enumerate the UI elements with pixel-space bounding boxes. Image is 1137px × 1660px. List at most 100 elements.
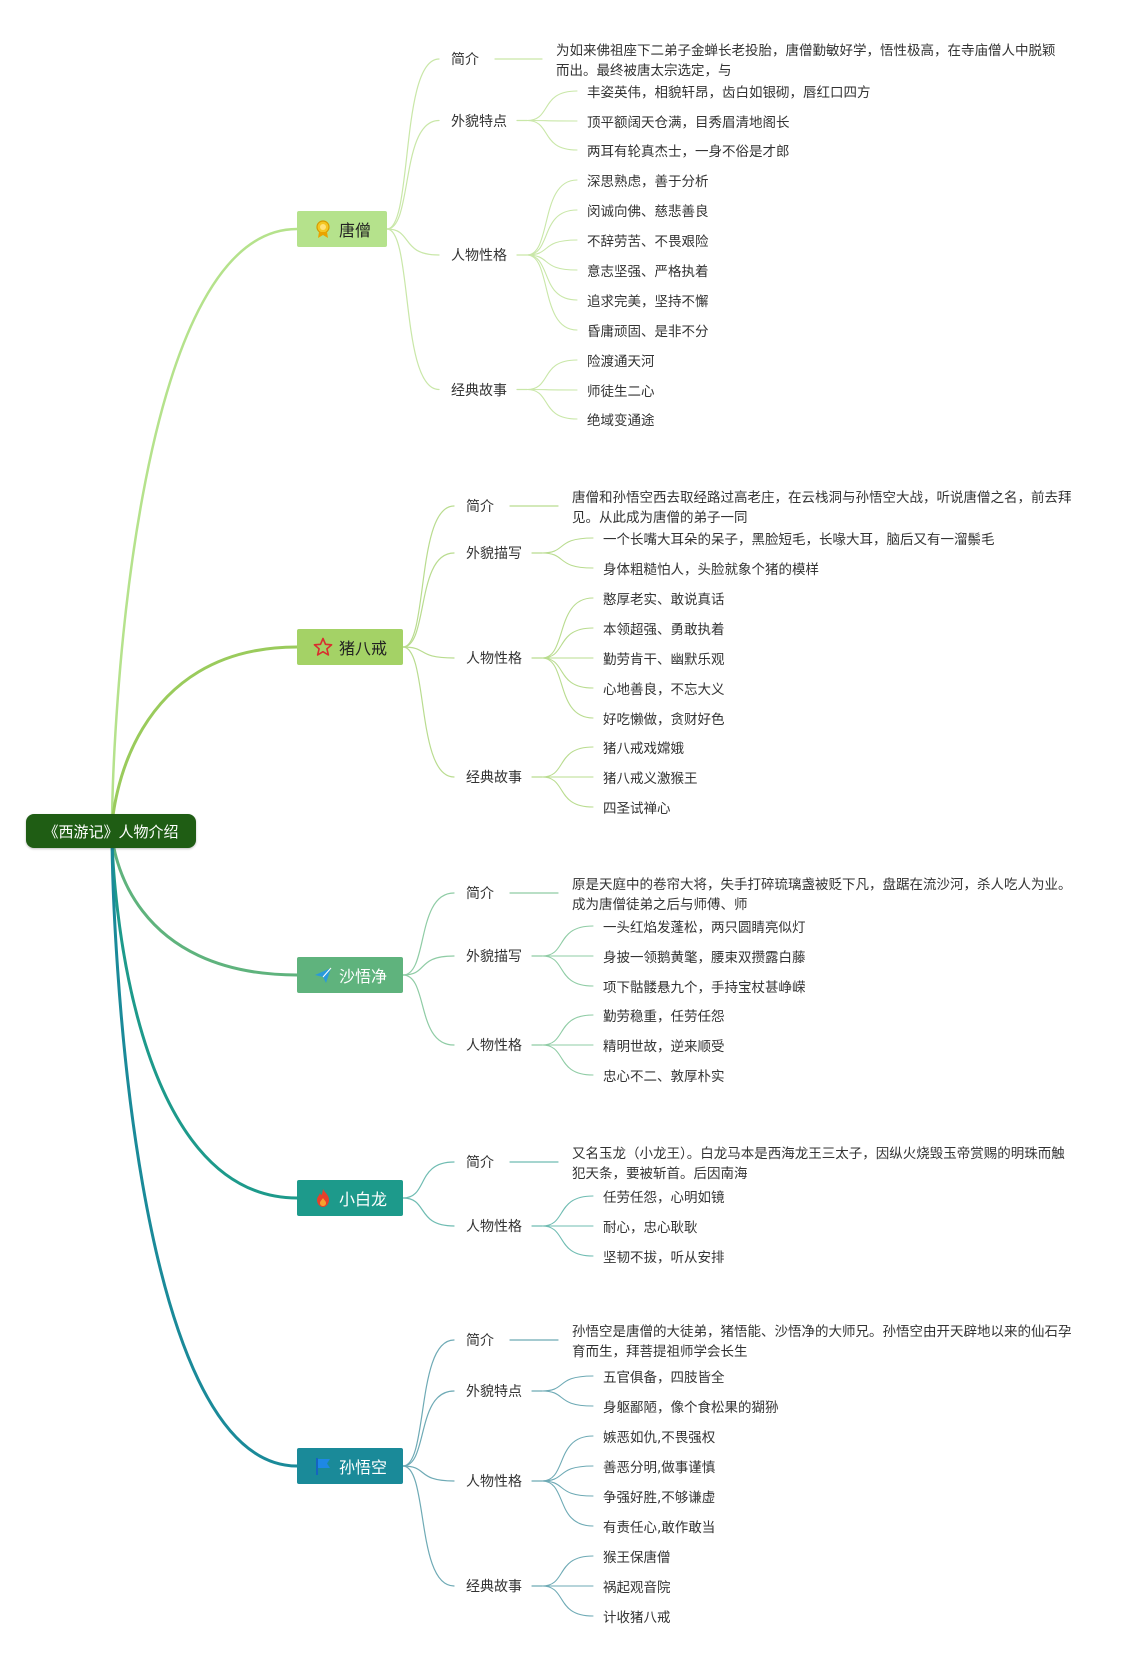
connector-line: [541, 597, 594, 659]
leaf-item[interactable]: 任劳任怨，心明如镜: [603, 1190, 725, 1206]
connector-line: [402, 1339, 455, 1467]
connector-line: [526, 388, 578, 420]
leaf-item[interactable]: 意志坚强、严格执着: [587, 264, 709, 280]
leaf-item[interactable]: 计收猪八戒: [603, 1610, 671, 1626]
intro-label[interactable]: 简介: [466, 1333, 494, 1349]
root-node[interactable]: 《西游记》人物介绍: [26, 814, 196, 848]
leaf-item[interactable]: 险渡通天河: [587, 354, 655, 370]
intro-label[interactable]: 简介: [451, 52, 479, 68]
leaf-item[interactable]: 丰姿英伟，相貌轩昂，齿白如银砌，唇红口四方: [587, 85, 871, 101]
category-label[interactable]: 人物性格: [466, 1474, 522, 1490]
leaf-item[interactable]: 好吃懒做，贪财好色: [603, 712, 725, 728]
connector-line: [541, 1044, 594, 1076]
leaf-item[interactable]: 心地善良，不忘大义: [603, 682, 725, 698]
category-label[interactable]: 人物性格: [466, 651, 522, 667]
connector-line: [402, 1465, 455, 1587]
leaf-item[interactable]: 猪八戒戏嫦娥: [603, 741, 684, 757]
connector-line: [526, 90, 578, 122]
leaf-item[interactable]: 昏庸顽固、是非不分: [587, 324, 709, 340]
leaf-item[interactable]: 憨厚老实、敢说真话: [603, 592, 725, 608]
category-label[interactable]: 经典故事: [466, 1579, 522, 1595]
leaf-item[interactable]: 身躯鄙陋，像个食松果的猢狲: [603, 1400, 779, 1416]
category-label[interactable]: 人物性格: [466, 1219, 522, 1235]
category-label[interactable]: 人物性格: [451, 248, 507, 264]
connector-line: [541, 627, 594, 659]
connector-line: [541, 955, 594, 987]
character-node[interactable]: 小白龙: [297, 1180, 403, 1216]
leaf-item[interactable]: 勤劳肯干、幽默乐观: [603, 652, 725, 668]
intro-label[interactable]: 简介: [466, 886, 494, 902]
leaf-item[interactable]: 坚韧不拔，听从安排: [603, 1250, 725, 1266]
leaf-item[interactable]: 耐心，忠心耿耿: [603, 1220, 698, 1236]
leaf-item[interactable]: 争强好胜,不够谦虚: [603, 1490, 716, 1506]
connector-line: [402, 1197, 455, 1227]
connector-line: [402, 552, 455, 648]
connector-line: [541, 1465, 594, 1482]
connector-line: [402, 1465, 455, 1482]
paper-plane-icon: [313, 965, 333, 985]
connector-line: [541, 746, 594, 778]
connector-line: [541, 925, 594, 957]
leaf-item[interactable]: 有责任心,敢作敢当: [603, 1520, 716, 1536]
connector-line: [402, 646, 455, 659]
leaf-item[interactable]: 忠心不二、敦厚朴实: [603, 1069, 725, 1085]
star-icon: [313, 637, 333, 657]
connector-line: [402, 1161, 455, 1199]
character-node[interactable]: 猪八戒: [297, 629, 403, 665]
leaf-item[interactable]: 精明世故，逆来顺受: [603, 1039, 725, 1055]
leaf-item[interactable]: 深思熟虑，善于分析: [587, 174, 709, 190]
category-label[interactable]: 外貌特点: [466, 1384, 522, 1400]
category-label[interactable]: 经典故事: [451, 382, 507, 399]
connector-line: [386, 228, 440, 256]
connector-line: [541, 552, 594, 569]
character-name: 孙悟空: [339, 1458, 388, 1477]
intro-label[interactable]: 简介: [466, 499, 494, 515]
connector-line: [402, 974, 455, 1046]
connector-line: [541, 1555, 594, 1587]
connector-line: [386, 58, 440, 230]
leaf-item[interactable]: 五官俱备，四肢皆全: [603, 1370, 725, 1386]
connector-line: [402, 892, 455, 976]
connector-line: [110, 829, 299, 1200]
leaf-item[interactable]: 项下骷髅悬九个，手持宝杖甚峥嵘: [603, 980, 806, 996]
connector-line: [402, 955, 455, 976]
category-label[interactable]: 外貌描写: [466, 546, 522, 562]
leaf-item[interactable]: 一头红焰发蓬松，两只圆睛亮似灯: [603, 920, 806, 936]
leaf-item[interactable]: 本领超强、勇敢执着: [603, 622, 725, 638]
leaf-item[interactable]: 身体粗糙怕人，头脸就象个猪的模样: [603, 562, 819, 578]
leaf-item[interactable]: 祸起观音院: [603, 1580, 671, 1596]
connector-line: [526, 119, 578, 151]
connector-line: [526, 254, 578, 331]
leaf-item[interactable]: 两耳有轮真杰士，一身不俗是才郎: [587, 144, 790, 160]
leaf-item[interactable]: 善恶分明,做事谨慎: [603, 1460, 716, 1476]
leaf-item[interactable]: 师徒生二心: [587, 384, 655, 400]
leaf-item[interactable]: 猴王保唐僧: [603, 1550, 671, 1566]
category-label[interactable]: 经典故事: [466, 770, 522, 786]
intro-label[interactable]: 简介: [466, 1155, 494, 1171]
leaf-item[interactable]: 猪八戒义激猴王: [603, 771, 698, 787]
leaf-item[interactable]: 勤劳稳重，任劳任怨: [603, 1009, 725, 1025]
connector-line: [541, 657, 594, 719]
connector-line: [526, 239, 578, 256]
leaf-item[interactable]: 身披一领鹅黄氅，腰束双攒露白藤: [603, 950, 806, 966]
category-label[interactable]: 外貌描写: [466, 949, 522, 965]
leaf-item[interactable]: 不辞劳苦、不畏艰险: [587, 234, 709, 250]
leaf-item[interactable]: 追求完美，坚持不懈: [587, 294, 709, 310]
character-node[interactable]: 沙悟净: [297, 957, 403, 993]
leaf-item[interactable]: 绝域变通途: [587, 413, 655, 429]
category-label[interactable]: 外貌特点: [451, 113, 507, 130]
leaf-item[interactable]: 顶平额阔天仓满，目秀眉清地阁长: [587, 115, 790, 131]
leaf-item[interactable]: 闵诚向佛、慈悲善良: [587, 204, 709, 220]
connector-line: [526, 388, 578, 391]
character-node[interactable]: 唐僧: [297, 211, 387, 247]
leaf-item[interactable]: 嫉恶如仇,不畏强权: [603, 1430, 716, 1446]
intro-text: 孙悟空是唐僧的大徒弟，猪悟能、沙悟净的大师兄。孙悟空由开天辟地以来的仙石孕育而生…: [572, 1324, 1072, 1360]
character-node[interactable]: 孙悟空: [297, 1448, 403, 1484]
connector-line: [526, 179, 578, 256]
leaf-item[interactable]: 四圣试禅心: [603, 801, 671, 817]
leaf-item[interactable]: 一个长嘴大耳朵的呆子，黑脸短毛，长喙大耳，脑后又有一溜鬃毛: [603, 532, 995, 548]
connector-line: [402, 646, 455, 778]
flag-icon: [313, 1456, 333, 1476]
category-label[interactable]: 人物性格: [466, 1038, 522, 1054]
